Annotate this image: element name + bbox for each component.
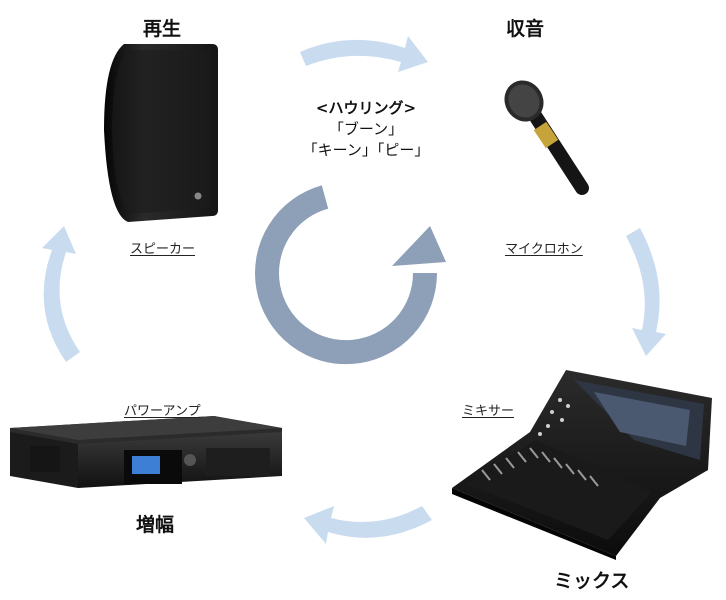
howling-sound-high: 「キーン」「ピー」 [302,141,430,159]
step-mix-title: ミックス [554,570,630,592]
flow-arrow-amplify-to-playback [42,226,80,362]
power-amp-label: パワーアンプ [124,404,201,419]
mixer-icon [452,370,712,560]
step-amplify-title: 増幅 [136,514,175,536]
howling-sound-low: 「ブーン」 [328,120,404,138]
step-pickup-title: 収音 [506,18,545,40]
flow-arrow-mix-to-amplify [304,506,432,544]
microphone-icon [504,80,589,195]
flow-arrow-pickup-to-mix [626,228,666,356]
howling-title: <ハウリング> [315,99,417,117]
microphone-label: マイクロホン [505,242,583,257]
power-amp-icon [10,416,282,488]
flow-arrow-playback-to-pickup [300,36,428,72]
cycle-arrow-icon [255,185,446,365]
howling-description: <ハウリング> 「ブーン」 「キーン」「ピー」 [296,98,436,161]
speaker-icon [104,44,218,222]
speaker-label: スピーカー [130,242,196,257]
mixer-label: ミキサー [462,404,515,419]
step-playback-title: 再生 [143,18,182,40]
